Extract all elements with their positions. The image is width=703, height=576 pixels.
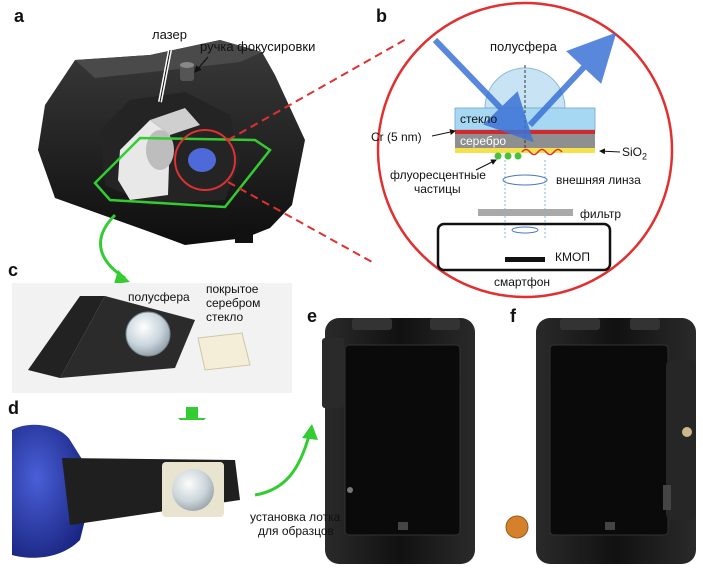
focus-knob-label: ручка фокусировки xyxy=(200,39,316,54)
sio2-text: SiO xyxy=(622,145,643,159)
coin xyxy=(505,515,529,539)
zoom-circle xyxy=(174,129,236,191)
panel-label-f: f xyxy=(510,306,516,326)
panel-label-a: a xyxy=(14,6,25,26)
c-hemisphere-label: полусфера xyxy=(128,290,190,304)
filter-label: фильтр xyxy=(580,207,622,221)
c-coated-label-2: серебром xyxy=(206,296,261,310)
c-coated-label-3: стекло xyxy=(206,310,244,324)
panel-label-b: b xyxy=(376,6,387,26)
smartphone-label: смартфон xyxy=(494,275,551,289)
phone-case-f xyxy=(536,318,696,564)
green-down-arrow xyxy=(178,407,206,432)
glove-hand xyxy=(12,424,95,558)
phone-case-e xyxy=(322,318,475,564)
laser-label: лазер xyxy=(152,27,187,42)
device-render xyxy=(38,40,305,245)
fluorescent-label-1: флуоресцентные xyxy=(390,168,486,182)
silver-label: серебро xyxy=(460,134,507,148)
zoom-line-bottom xyxy=(227,181,373,263)
hemisphere-label: полусфера xyxy=(490,39,557,54)
panel-label-d: d xyxy=(8,398,19,418)
install-tray-label-2: для образцов xyxy=(258,524,334,538)
zoom-line-top xyxy=(227,37,409,141)
sio2-subscript: 2 xyxy=(642,151,648,162)
green-outline xyxy=(93,136,272,209)
fluorescent-label-2: частицы xyxy=(414,182,461,196)
glass-label: стекло xyxy=(460,112,498,126)
cmos-label: КМОП xyxy=(555,250,590,264)
c-coated-label-1: покрытое xyxy=(206,282,259,296)
install-tray-label-1: установка лотка xyxy=(250,510,341,524)
sio2-label: SiO2 xyxy=(622,145,647,163)
panel-label-c: c xyxy=(8,260,19,280)
outer-lens-label: внешняя линза xyxy=(556,173,641,187)
cr-label: Cr (5 nm) xyxy=(371,130,422,144)
panel-label-e: e xyxy=(307,306,318,326)
